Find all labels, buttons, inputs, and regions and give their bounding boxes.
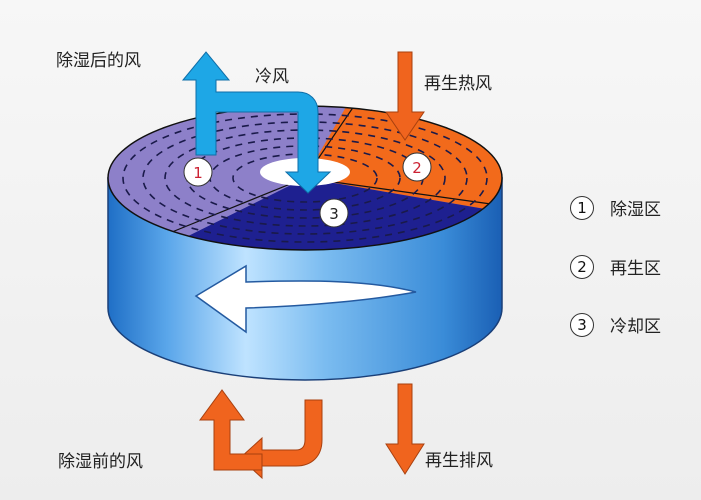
legend-number-1: 1 bbox=[570, 195, 594, 220]
label-after-dehumid-air: 除湿后的风 bbox=[56, 51, 141, 71]
label-before-dehumid-air: 除湿前的风 bbox=[58, 452, 143, 472]
before-dehumid-air-arrow bbox=[199, 389, 323, 480]
zone-marker-3-text: 3 bbox=[329, 205, 339, 223]
zone-marker-2-text: 2 bbox=[412, 159, 422, 177]
cool-air-path bbox=[181, 51, 332, 194]
zone-marker-3: 3 bbox=[319, 198, 349, 228]
legend-label-3: 冷却区 bbox=[610, 317, 661, 337]
legend-item-dehumid: 1 除湿区 bbox=[570, 195, 661, 220]
legend-number-2: 2 bbox=[570, 254, 594, 279]
rotation-arrow-icon bbox=[194, 264, 417, 334]
zone-marker-1-text: 1 bbox=[193, 164, 203, 182]
legend-number-3: 3 bbox=[570, 312, 594, 337]
label-regen-hot-air: 再生热风 bbox=[424, 74, 492, 94]
legend-item-regen: 2 再生区 bbox=[570, 254, 661, 279]
label-regen-exhaust: 再生排风 bbox=[425, 451, 493, 471]
label-cool-air: 冷风 bbox=[255, 67, 289, 87]
regen-exhaust-arrow bbox=[385, 383, 425, 475]
legend-label-1: 除湿区 bbox=[610, 200, 661, 220]
zone-marker-2: 2 bbox=[402, 152, 432, 182]
legend-label-2: 再生区 bbox=[610, 259, 661, 279]
regen-hot-air-arrow bbox=[385, 51, 425, 141]
zone-marker-1: 1 bbox=[183, 157, 213, 187]
legend-item-cool: 3 冷却区 bbox=[570, 312, 661, 337]
